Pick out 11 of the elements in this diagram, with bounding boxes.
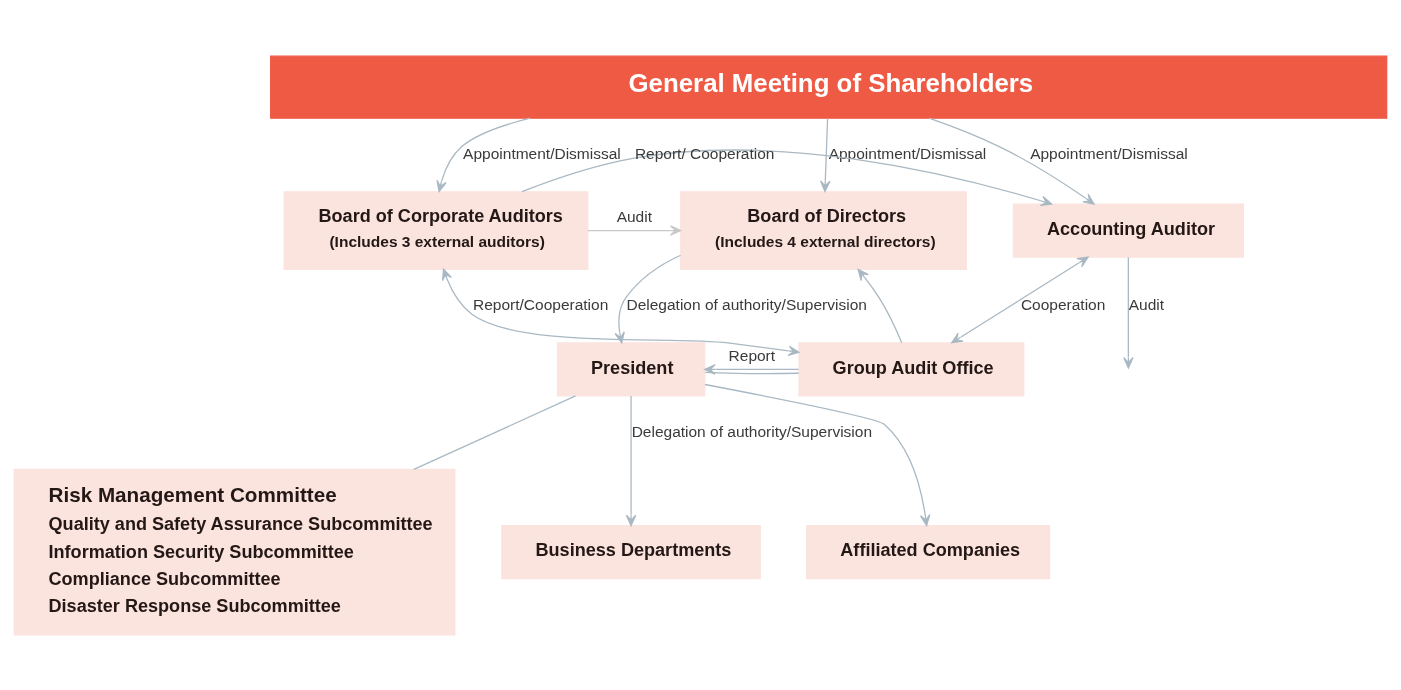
edge-label: Report [728, 346, 776, 364]
edge-label: Cooperation [1020, 295, 1106, 313]
edge-label: Audit [1128, 295, 1165, 313]
edge-label: Delegation of authority/Supervision [631, 422, 873, 440]
edge-label: Report/Cooperation [473, 295, 609, 313]
edge-label: Appointment/Dismissal [463, 144, 621, 162]
edge-label: Audit [616, 207, 652, 225]
edge-label: Report/ Cooperation [634, 144, 775, 162]
edge-label: Appointment/Dismissal [828, 144, 987, 162]
edge-label: Appointment/Dismissal [1030, 144, 1188, 162]
edge-label: Delegation of authority/Supervision [626, 295, 867, 313]
